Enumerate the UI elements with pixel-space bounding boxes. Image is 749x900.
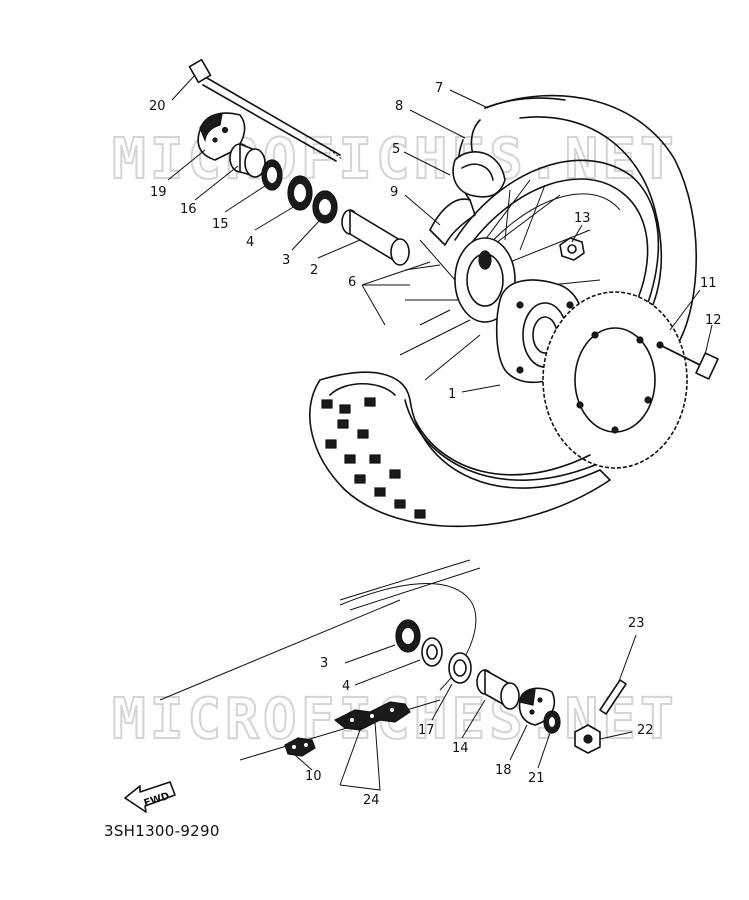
- label-18: 18: [495, 763, 512, 778]
- oil-seal-15: [261, 159, 283, 191]
- tire-7: [484, 94, 698, 341]
- fwd-arrow-icon: FWD: [124, 781, 176, 813]
- collar-16: [229, 143, 266, 178]
- bearing-3-upper: [312, 190, 338, 224]
- diagram-code: 3SH1300-9290: [104, 822, 220, 840]
- label-4-upper: 4: [246, 235, 254, 250]
- spacer-2: [341, 209, 410, 266]
- label-19: 19: [150, 185, 167, 200]
- label-6: 6: [348, 275, 356, 290]
- label-11: 11: [700, 276, 717, 291]
- label-21: 21: [528, 771, 545, 786]
- label-3-upper: 3: [282, 253, 290, 268]
- washer-21: [543, 710, 561, 734]
- drive-chain-segment: [333, 701, 411, 731]
- label-4-lower: 4: [342, 679, 350, 694]
- oil-seal-4-lower: [421, 637, 443, 667]
- label-7: 7: [435, 81, 443, 96]
- label-1: 1: [448, 387, 456, 402]
- label-10: 10: [305, 769, 322, 784]
- tread-blocks: [321, 397, 426, 519]
- bearing-4-upper: [287, 175, 313, 211]
- label-24: 24: [363, 793, 380, 808]
- label-17: 17: [418, 723, 435, 738]
- collar-14: [476, 669, 520, 710]
- leader-lines: [167, 74, 713, 791]
- label-5: 5: [392, 142, 400, 157]
- tire-tread: [309, 371, 611, 528]
- joint-link-10: [284, 737, 316, 757]
- washer-17: [448, 652, 472, 684]
- label-9: 9: [390, 185, 398, 200]
- label-20: 20: [149, 99, 166, 114]
- label-15: 15: [212, 217, 229, 232]
- label-14: 14: [452, 741, 469, 756]
- bolt-12: [659, 344, 719, 380]
- label-2: 2: [310, 263, 318, 278]
- part-labels: 20 7 8 5 19 16 15 9 13 4 3 2 6 11 12 1 2…: [149, 81, 722, 808]
- bearing-3-lower: [395, 619, 421, 653]
- label-8: 8: [395, 99, 403, 114]
- nut-13: [559, 237, 585, 261]
- label-12: 12: [705, 313, 722, 328]
- cotter-pin-23: [599, 679, 627, 715]
- axle-nut-22: [574, 724, 601, 754]
- label-23: 23: [628, 616, 645, 631]
- label-16: 16: [180, 202, 197, 217]
- watermark-top: MICROFICHES.NET: [112, 127, 678, 192]
- label-13: 13: [574, 211, 591, 226]
- sprocket-11: [542, 291, 688, 469]
- axle-20: [188, 58, 344, 162]
- label-22: 22: [637, 723, 654, 738]
- label-3-lower: 3: [320, 656, 328, 671]
